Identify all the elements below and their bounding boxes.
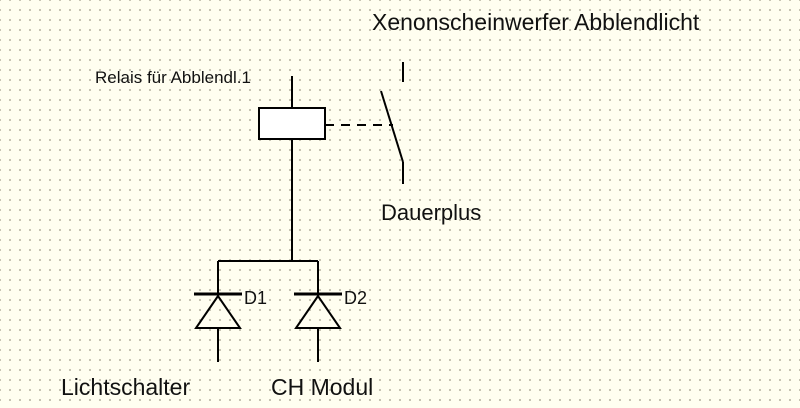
diode-d1-label: D1 bbox=[244, 288, 268, 308]
d2-diode-body bbox=[294, 294, 342, 329]
d1-diode-body bbox=[194, 294, 242, 329]
diagram-title: Xenonscheinwerfer Abblendlicht bbox=[372, 9, 700, 35]
switch-blade bbox=[380, 90, 404, 163]
input-ch-modul-label: CH Modul bbox=[271, 374, 374, 400]
relay-label: Relais für Abblendl.1 bbox=[95, 68, 251, 87]
switch-label: Dauerplus bbox=[381, 200, 482, 225]
diode-d2-label: D2 bbox=[344, 288, 368, 308]
relay-coil bbox=[258, 107, 326, 140]
input-lichtschalter-label: Lichtschalter bbox=[61, 374, 191, 400]
